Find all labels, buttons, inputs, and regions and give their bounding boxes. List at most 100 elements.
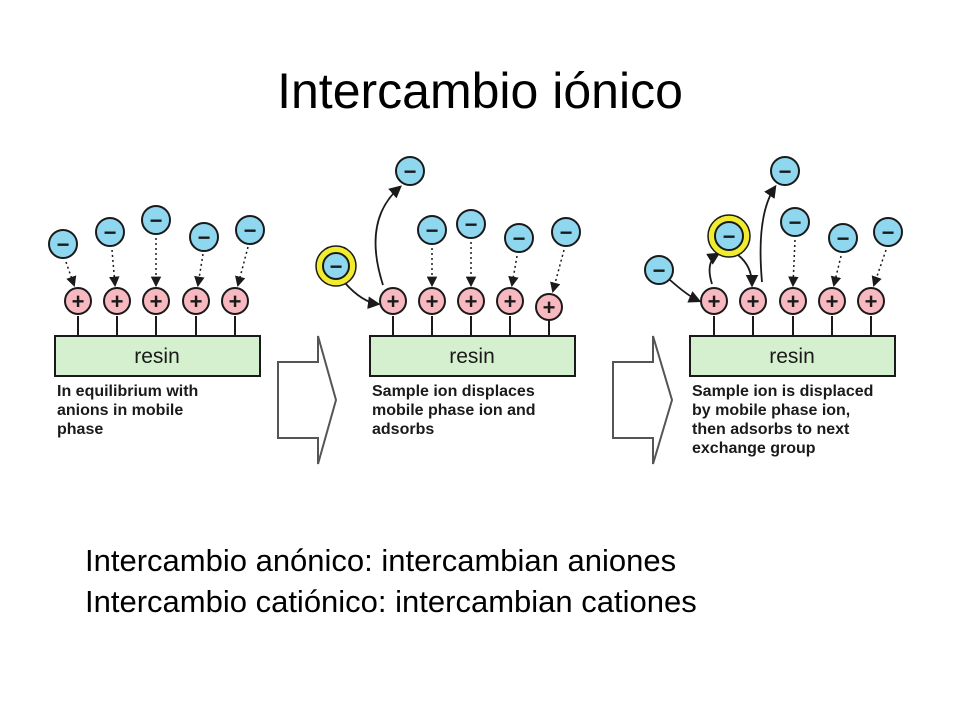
mobile-anion: −	[456, 209, 486, 239]
svg-text:phase: phase	[57, 421, 103, 438]
svg-text:−: −	[404, 159, 417, 184]
sample-anion: −	[315, 245, 357, 287]
cation-site: +	[857, 287, 885, 315]
svg-text:−: −	[560, 220, 573, 245]
incoming-anion: −	[644, 255, 674, 285]
exchange-group-row	[713, 316, 872, 336]
mobile-anion: −	[141, 205, 171, 235]
mobile-anion: −	[417, 215, 447, 245]
mobile-anion: −	[780, 207, 810, 237]
cation-site: +	[739, 287, 767, 315]
cation-site: +	[700, 287, 728, 315]
resin-label: resin	[134, 345, 180, 368]
mobile-anion: −	[48, 229, 78, 259]
resin-label: resin	[449, 345, 495, 368]
cation-site: +	[818, 287, 846, 315]
svg-text:−: −	[653, 258, 666, 283]
slide-title: Intercambio iónico	[277, 63, 683, 119]
svg-text:Sample ion displaces: Sample ion displaces	[372, 383, 535, 400]
resin-label: resin	[769, 345, 815, 368]
displace-arrow	[374, 185, 402, 286]
svg-text:+: +	[465, 289, 478, 314]
svg-text:−: −	[198, 225, 211, 250]
adsorb-arrow	[344, 282, 381, 309]
mobile-anion: −	[551, 217, 581, 247]
release-arrow	[759, 184, 777, 283]
process-arrow-1	[277, 335, 338, 465]
panel-equilibrium: resin + + + + + − − − − − In equilibrium…	[48, 205, 265, 438]
svg-text:−: −	[779, 159, 792, 184]
svg-text:−: −	[57, 232, 70, 257]
mobile-anion: −	[95, 217, 125, 247]
panel-caption: Sample ion is displaced by mobile phase …	[692, 383, 873, 457]
cation-site: +	[457, 287, 485, 315]
panel-sample-displaces: resin + + + + + − − − − − − Sample ion d…	[315, 156, 581, 438]
readsorb-arrow	[737, 254, 759, 288]
bullet-anion-exchange: Intercambio anónico: intercambian anione…	[85, 543, 677, 578]
svg-text:−: −	[789, 210, 802, 235]
svg-text:adsorbs: adsorbs	[372, 421, 434, 438]
bullet-cation-exchange: Intercambio catiónico: intercambian cati…	[85, 584, 697, 619]
cation-site: +	[379, 287, 407, 315]
displace-arrow	[706, 252, 721, 285]
incoming-arrow	[669, 279, 702, 303]
cation-site: +	[535, 293, 563, 321]
sample-anion: −	[707, 214, 751, 258]
svg-text:+: +	[504, 289, 517, 314]
svg-text:−: −	[723, 224, 736, 249]
equilibrium-arrows	[788, 239, 887, 288]
cation-site: +	[142, 287, 170, 315]
cation-site: +	[221, 287, 249, 315]
svg-text:+: +	[747, 289, 760, 314]
svg-text:+: +	[426, 289, 439, 314]
mobile-anion: −	[873, 217, 903, 247]
mobile-anion: −	[504, 223, 534, 253]
svg-text:+: +	[229, 289, 242, 314]
svg-text:−: −	[104, 220, 117, 245]
svg-text:−: −	[465, 212, 478, 237]
bullet-list: Intercambio anónico: intercambian anione…	[85, 540, 697, 622]
svg-text:−: −	[882, 220, 895, 245]
released-anion: −	[770, 156, 800, 186]
cation-site: +	[182, 287, 210, 315]
released-anion: −	[395, 156, 425, 186]
panel-sample-displaced: resin + + + + + − − − − − − Sample ion i…	[644, 156, 903, 457]
svg-text:+: +	[72, 289, 85, 314]
ion-exchange-diagram: resin + + + + + − − − − − In equilibrium…	[48, 156, 903, 465]
svg-text:+: +	[787, 289, 800, 314]
process-arrow-2	[612, 335, 674, 465]
svg-text:Sample ion is displaced: Sample ion is displaced	[692, 383, 873, 400]
svg-text:+: +	[708, 289, 721, 314]
equilibrium-arrows	[426, 242, 565, 294]
svg-text:−: −	[513, 226, 526, 251]
resin-block	[369, 335, 576, 377]
mobile-anion: −	[189, 222, 219, 252]
svg-text:exchange group: exchange group	[692, 440, 816, 457]
svg-text:−: −	[244, 218, 257, 243]
svg-text:−: −	[150, 208, 163, 233]
cation-site: +	[779, 287, 807, 315]
exchange-group-row	[392, 316, 550, 336]
svg-text:−: −	[426, 218, 439, 243]
svg-text:−: −	[330, 254, 343, 279]
svg-text:+: +	[150, 289, 163, 314]
svg-text:+: +	[387, 289, 400, 314]
svg-text:+: +	[826, 289, 839, 314]
mobile-anion: −	[235, 215, 265, 245]
cation-site: +	[103, 287, 131, 315]
resin-block	[54, 335, 261, 377]
svg-text:In equilibrium with: In equilibrium with	[57, 383, 198, 400]
exchange-group-row	[77, 316, 236, 336]
cation-site: +	[496, 287, 524, 315]
cation-site: +	[64, 287, 92, 315]
resin-block	[689, 335, 896, 377]
svg-text:anions in mobile: anions in mobile	[57, 402, 183, 419]
cation-site: +	[418, 287, 446, 315]
svg-text:by mobile phase ion,: by mobile phase ion,	[692, 402, 850, 419]
panel-caption: Sample ion displaces mobile phase ion an…	[372, 383, 536, 438]
svg-text:+: +	[190, 289, 203, 314]
svg-text:+: +	[111, 289, 124, 314]
mobile-anion: −	[828, 223, 858, 253]
svg-text:+: +	[865, 289, 878, 314]
panel-caption: In equilibrium with anions in mobile pha…	[57, 383, 198, 438]
